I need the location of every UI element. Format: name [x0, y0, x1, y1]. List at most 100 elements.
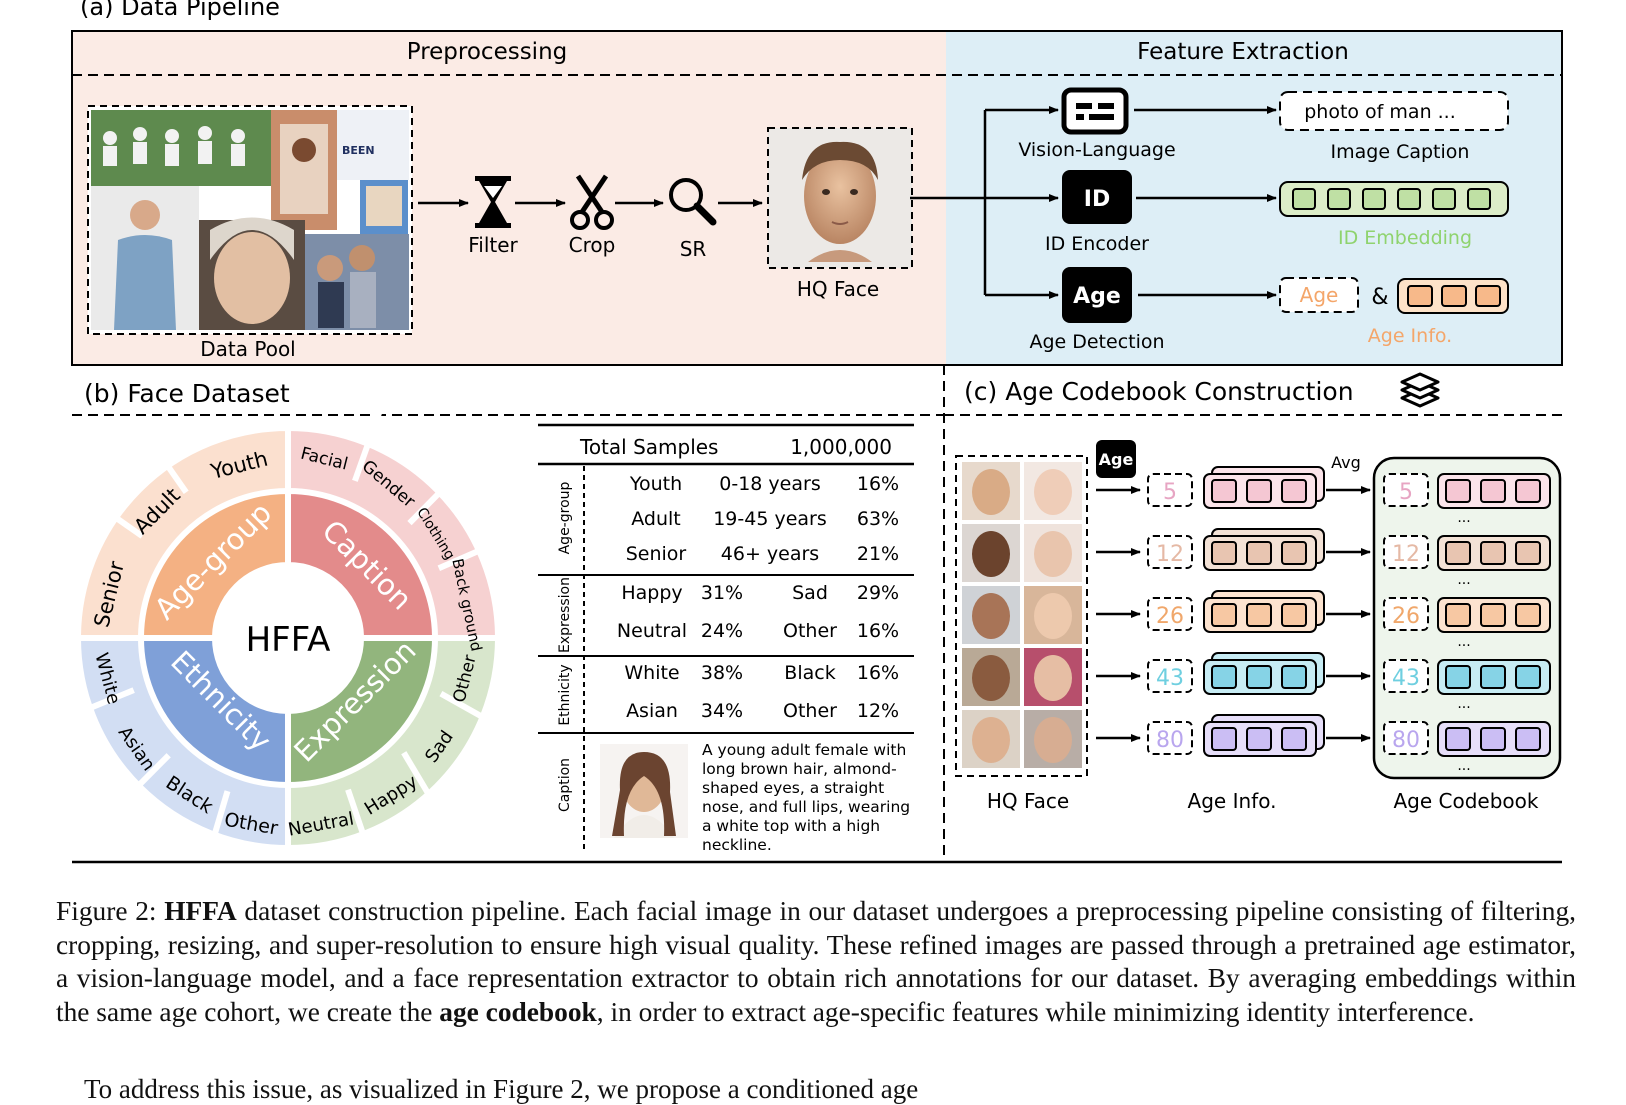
body-next-line: To address this issue, as visualized in …: [84, 1074, 919, 1104]
eth-row2-a: Asian: [626, 700, 678, 722]
age-row-senior-pct: 21%: [857, 543, 899, 565]
caption-line-4: nose, and full lips, wearing: [702, 798, 910, 816]
age-tag-label: Age: [1099, 450, 1134, 469]
age-detection-label: Age Detection: [1029, 331, 1164, 353]
age-row-adult-range: 19-45 years: [713, 508, 827, 530]
eth-row2-b-pct: 12%: [857, 700, 899, 722]
codebook-num-80: 80: [1392, 728, 1420, 753]
sunburst-chart: [74, 411, 502, 852]
preprocessing-label: Preprocessing: [407, 39, 568, 65]
codebook-ellipsis-1: ...: [1457, 510, 1470, 526]
age-row-youth-pct: 16%: [857, 473, 899, 495]
eth-row1-b-pct: 16%: [857, 662, 899, 684]
data-pool-label: Data Pool: [200, 337, 296, 361]
age-info-label-c: Age Info.: [1188, 789, 1277, 813]
ampersand: &: [1371, 285, 1388, 310]
total-samples-label: Total Samples: [579, 435, 718, 459]
stats-table: [538, 423, 914, 852]
id-encoder-label: ID Encoder: [1045, 233, 1149, 255]
expr-row1-b: Sad: [792, 582, 828, 604]
crop-label: Crop: [569, 233, 616, 257]
caption-line-6: neckline.: [702, 836, 772, 854]
panel-a-border: [71, 30, 1563, 366]
stack-layers-icon: [1400, 372, 1440, 408]
photo-caption-box: [1279, 91, 1509, 131]
caption-bold-hffa: HFFA: [164, 896, 237, 926]
age-info-num-43: 43: [1156, 666, 1184, 691]
expr-row1-b-pct: 29%: [857, 582, 899, 604]
age-codebook-label: Age Codebook: [1394, 789, 1539, 813]
expr-row2-a: Neutral: [617, 620, 687, 642]
eth-row1-a: White: [624, 662, 679, 684]
face-grid: [962, 462, 1082, 768]
scissors-icon: [570, 174, 614, 230]
feature-extraction-label: Feature Extraction: [1137, 39, 1349, 65]
age-info-num-5: 5: [1163, 480, 1177, 505]
age-output-label: Age: [1300, 283, 1339, 307]
age-row-senior-name: Senior: [626, 543, 687, 565]
codebook-num-12: 12: [1392, 542, 1420, 567]
age-row-youth-name: Youth: [629, 473, 682, 495]
figure-label: Figure 2:: [56, 896, 157, 926]
expr-row1-a: Happy: [621, 582, 682, 604]
expr-row1-a-pct: 31%: [701, 582, 743, 604]
codebook-num-5: 5: [1399, 480, 1413, 505]
codebook-ellipsis-4: ...: [1457, 696, 1470, 712]
hq-face-image: [767, 127, 913, 269]
codebook-num-26: 26: [1392, 604, 1420, 629]
expr-row2-b: Other: [783, 620, 837, 642]
codebook-ellipsis-2: ...: [1457, 572, 1470, 588]
row-label-age-group: Age-group: [557, 481, 573, 554]
figure-caption: Figure 2: HFFA dataset construction pipe…: [56, 895, 1576, 1029]
photo-caption-text: photo of man ...: [1304, 101, 1456, 123]
id-encoder-box: [1062, 170, 1132, 224]
total-samples-value: 1,000,000: [790, 435, 892, 459]
caption-text-1: dataset construction pipeline. Each faci…: [56, 896, 1576, 1027]
expr-row2-a-pct: 24%: [701, 620, 743, 642]
age-detection-box: [1062, 267, 1132, 323]
caption-bold-age-codebook: age codebook: [439, 996, 597, 1027]
age-rows: [1096, 466, 1551, 757]
sr-label: SR: [680, 237, 707, 261]
id-box-label: ID: [1084, 187, 1110, 212]
caption-line-1: A young adult female with: [702, 741, 906, 759]
age-row-adult-name: Adult: [631, 508, 681, 530]
age-row-adult-pct: 63%: [857, 508, 899, 530]
codebook-ellipsis-3: ...: [1457, 634, 1470, 650]
vision-language-icon: [1061, 87, 1129, 135]
hq-face-label-c: HQ Face: [987, 789, 1069, 813]
caption-line-5: a white top with a high: [702, 817, 880, 835]
caption-sample-photo: [600, 744, 688, 838]
id-embedding-label: ID Embedding: [1338, 227, 1472, 249]
eth-row1-a-pct: 38%: [701, 662, 743, 684]
codebook-ellipsis-5: ...: [1457, 758, 1470, 774]
panel-b-title: (b) Face Dataset: [84, 379, 290, 408]
age-info-num-12: 12: [1156, 542, 1184, 567]
data-pool-collage: BEEN: [87, 105, 413, 335]
age-output-box: [1279, 277, 1359, 313]
caption-line-2: long brown hair, almond-: [702, 760, 897, 778]
hq-face-label: HQ Face: [797, 277, 879, 301]
panel-c-title: (c) Age Codebook Construction: [964, 377, 1354, 406]
figure-diagram: (a) Data Pipeline Preprocessing Feature …: [71, 0, 1563, 864]
eth-row2-b: Other: [783, 700, 837, 722]
eth-row1-b: Black: [784, 662, 835, 684]
age-info-num-80: 80: [1156, 728, 1184, 753]
age-info-label-a: Age Info.: [1368, 325, 1452, 347]
photo-label-been: BEEN: [342, 144, 375, 157]
eth-row2-a-pct: 34%: [701, 700, 743, 722]
row-label-caption: Caption: [557, 758, 573, 812]
row-label-ethnicity: Ethnicity: [557, 664, 573, 725]
filter-label: Filter: [468, 233, 518, 257]
age-tag-box: [1096, 440, 1136, 478]
panel-a-title: (a) Data Pipeline: [80, 0, 280, 21]
magnifier-icon: [669, 178, 717, 226]
row-label-expression: Expression: [557, 577, 573, 653]
id-embedding-vector: [1279, 181, 1509, 217]
codebook-num-43: 43: [1392, 666, 1420, 691]
avg-label: Avg: [1331, 453, 1361, 472]
age-box-label: Age: [1073, 284, 1121, 309]
image-caption-label: Image Caption: [1331, 141, 1470, 163]
sunburst-center-label: HFFA: [246, 620, 331, 660]
age-info-vector: [1397, 278, 1509, 314]
